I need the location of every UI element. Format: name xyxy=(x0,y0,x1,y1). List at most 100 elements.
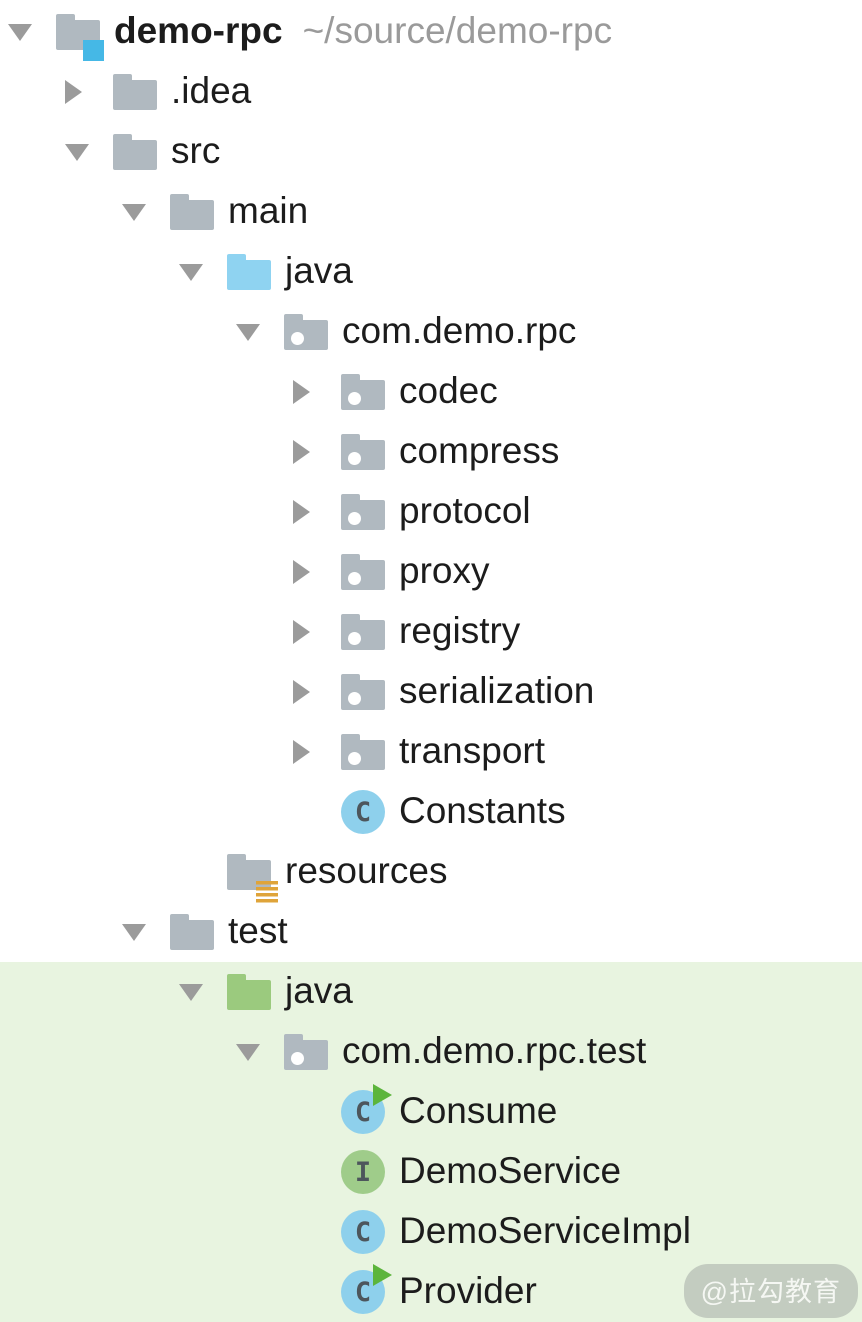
tree-row-transport[interactable]: transport xyxy=(0,722,862,782)
tree-row-demo-rpc[interactable]: demo-rpc ~/source/demo-rpc xyxy=(0,2,862,62)
row-icon-box xyxy=(341,373,387,410)
expand-arrow[interactable] xyxy=(293,440,341,464)
expand-arrow-icon[interactable] xyxy=(293,560,310,584)
package-icon xyxy=(341,733,385,770)
row-label: java xyxy=(285,250,353,291)
tree-row-compress[interactable]: compress xyxy=(0,422,862,482)
expand-arrow[interactable] xyxy=(293,680,341,704)
row-label: protocol xyxy=(399,490,531,531)
row-icon-box: C xyxy=(341,1084,392,1134)
collapse-arrow-icon[interactable] xyxy=(122,923,146,941)
row-label: demo-rpc xyxy=(114,10,283,51)
row-icon-box xyxy=(341,733,387,770)
tree-row-demoserviceimpl[interactable]: C DemoServiceImpl xyxy=(0,1202,862,1262)
row-icon-box xyxy=(227,853,278,903)
row-label: com.demo.rpc.test xyxy=(342,1030,647,1071)
tree-row-java[interactable]: java xyxy=(0,962,862,1022)
test-source-folder-icon xyxy=(227,973,271,1010)
tree-row-resources[interactable]: resources xyxy=(0,842,862,903)
tree-row-consume[interactable]: C Consume xyxy=(0,1082,862,1142)
expand-arrow-icon[interactable] xyxy=(293,380,310,404)
collapse-arrow[interactable] xyxy=(122,923,170,941)
expand-arrow[interactable] xyxy=(293,560,341,584)
expand-arrow[interactable] xyxy=(293,620,341,644)
package-dot-icon xyxy=(348,751,361,765)
collapse-arrow[interactable] xyxy=(179,983,227,1001)
tree-row-codec[interactable]: codec xyxy=(0,362,862,422)
expand-arrow-icon[interactable] xyxy=(293,740,310,764)
row-label: test xyxy=(228,910,288,951)
package-icon xyxy=(341,493,385,530)
expand-arrow-icon[interactable] xyxy=(65,80,82,104)
folder-icon xyxy=(170,913,214,950)
row-icon-box xyxy=(227,253,273,290)
tree-row-idea[interactable]: .idea xyxy=(0,62,862,122)
package-icon xyxy=(341,613,385,650)
row-icon-box xyxy=(170,193,216,230)
package-dot-icon xyxy=(348,631,361,645)
tree-row-protocol[interactable]: protocol xyxy=(0,482,862,542)
row-icon-box xyxy=(113,73,159,110)
run-arrow-icon xyxy=(373,1264,392,1286)
tree-row-test[interactable]: test xyxy=(0,902,862,962)
collapse-arrow[interactable] xyxy=(236,1043,284,1061)
expand-arrow-icon[interactable] xyxy=(293,620,310,644)
tree-row-serialization[interactable]: serialization xyxy=(0,662,862,722)
row-icon-box: C xyxy=(341,1264,392,1314)
tree-row-com-demo-rpc-test[interactable]: com.demo.rpc.test xyxy=(0,1022,862,1082)
row-label: main xyxy=(228,190,309,231)
collapse-arrow-icon[interactable] xyxy=(179,263,203,281)
collapse-arrow-icon[interactable] xyxy=(8,23,32,41)
row-label: DemoServiceImpl xyxy=(399,1210,691,1251)
row-icon-box xyxy=(170,913,216,950)
collapse-arrow-icon[interactable] xyxy=(236,323,260,341)
row-label: Provider xyxy=(399,1270,537,1311)
collapse-arrow[interactable] xyxy=(8,23,56,41)
collapse-arrow-icon[interactable] xyxy=(179,983,203,1001)
expand-arrow[interactable] xyxy=(293,740,341,764)
collapse-arrow[interactable] xyxy=(122,203,170,221)
row-label: codec xyxy=(399,370,498,411)
tree-row-registry[interactable]: registry xyxy=(0,602,862,662)
row-label: DemoService xyxy=(399,1150,622,1191)
expand-arrow-icon[interactable] xyxy=(293,500,310,524)
resources-folder-icon xyxy=(227,853,278,903)
expand-arrow-icon[interactable] xyxy=(293,440,310,464)
folder-icon xyxy=(113,73,157,110)
row-icon-box xyxy=(341,493,387,530)
collapse-arrow[interactable] xyxy=(236,323,284,341)
tree-row-demoservice[interactable]: I DemoService xyxy=(0,1142,862,1202)
project-badge-icon xyxy=(83,39,104,61)
tree-row-constants[interactable]: C Constants xyxy=(0,782,862,842)
watermark-badge: @拉勾教育 xyxy=(683,1264,858,1318)
expand-arrow[interactable] xyxy=(293,500,341,524)
package-icon xyxy=(341,433,385,470)
collapse-arrow-icon[interactable] xyxy=(65,143,89,161)
resources-badge-icon xyxy=(256,880,278,903)
collapse-arrow-icon[interactable] xyxy=(122,203,146,221)
expand-arrow[interactable] xyxy=(65,80,113,104)
row-icon-box xyxy=(341,673,387,710)
row-label: .idea xyxy=(171,70,252,111)
interface-icon: I xyxy=(341,1150,385,1194)
tree-row-src[interactable]: src xyxy=(0,122,862,182)
row-icon-box xyxy=(284,313,330,350)
row-label: java xyxy=(285,970,353,1011)
tree-row-main[interactable]: main xyxy=(0,182,862,242)
package-dot-icon xyxy=(348,391,361,405)
tree-row-com-demo-rpc[interactable]: com.demo.rpc xyxy=(0,302,862,362)
tree-row-proxy[interactable]: proxy xyxy=(0,542,862,602)
class-icon: C xyxy=(341,1210,385,1254)
collapse-arrow[interactable] xyxy=(179,263,227,281)
tree-row-provider[interactable]: C Provider xyxy=(0,1262,862,1322)
runnable-class-icon: C xyxy=(341,1084,392,1134)
row-label: Constants xyxy=(399,790,566,831)
tree-row-java[interactable]: java xyxy=(0,242,862,302)
row-label: compress xyxy=(399,430,560,471)
expand-arrow[interactable] xyxy=(293,380,341,404)
row-icon-box xyxy=(113,133,159,170)
collapse-arrow[interactable] xyxy=(65,143,113,161)
expand-arrow-icon[interactable] xyxy=(293,680,310,704)
collapse-arrow-icon[interactable] xyxy=(236,1043,260,1061)
package-dot-icon xyxy=(291,331,304,345)
